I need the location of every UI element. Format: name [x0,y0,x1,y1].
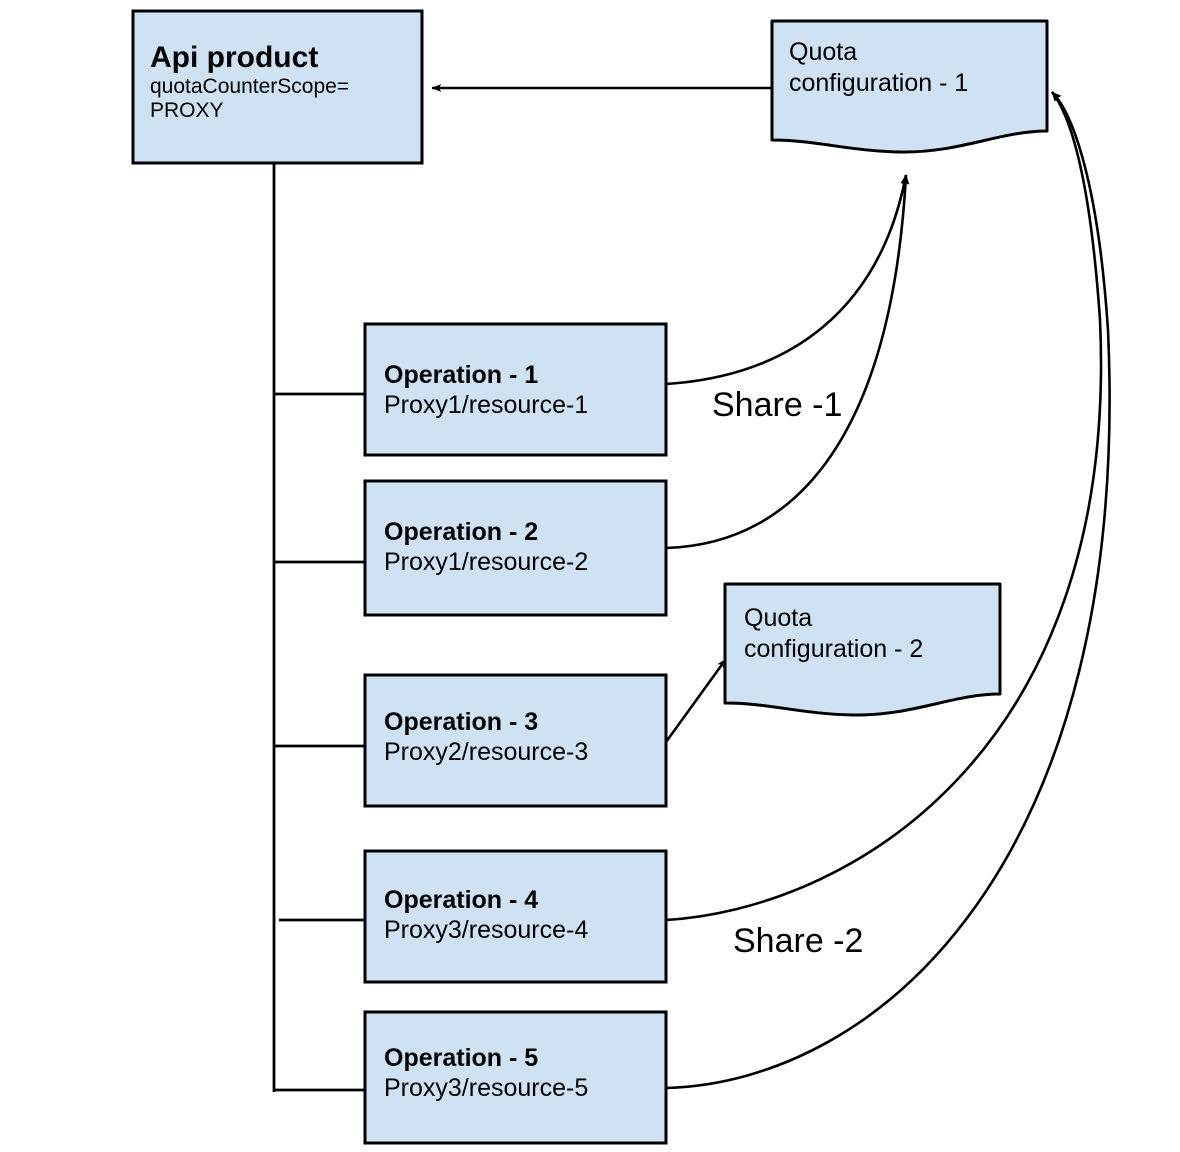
node-operation-4[interactable] [363,849,668,984]
edge-operation-2-to-quota-1 [665,174,910,550]
node-operation-2[interactable] [363,479,668,617]
node-operation-3[interactable] [363,673,668,808]
edge-operation-5-to-quota-1 [665,91,1111,1090]
edge-operation-4-to-quota-1 [665,91,1103,922]
node-api-product[interactable] [131,9,424,165]
node-quota-configuration-1[interactable] [770,19,1049,154]
edge-operation-1-to-quota-1 [665,174,909,386]
node-operation-5[interactable] [363,1010,668,1145]
node-operation-1[interactable] [363,322,668,457]
node-quota-configuration-2[interactable] [723,582,1002,717]
edge-operation-3-to-quota-2 [664,658,728,743]
